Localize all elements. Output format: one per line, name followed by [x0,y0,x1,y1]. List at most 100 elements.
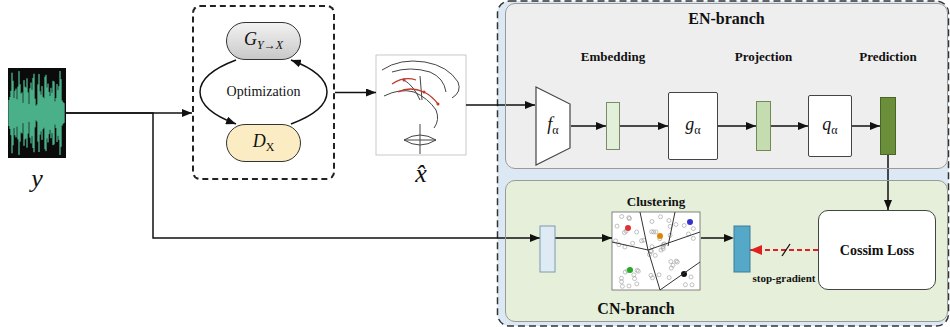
cluster-point [667,219,671,223]
text-wrap: qα [809,96,851,156]
waveform-stroke [34,74,35,153]
cluster-point [661,247,665,251]
waveform-stroke [19,71,20,155]
waveform-stroke [11,91,12,135]
cn-branch-panel: CN-branchClusteringCossim Loss [505,180,948,322]
cluster-point [657,273,661,277]
node-label: x̂ [415,159,427,189]
node-label: Clustering [627,194,686,210]
text-wrap: GY→X [227,23,300,59]
subscript-text: Y→X [257,38,283,52]
cluster-point [620,215,624,219]
cluster-centre [627,267,633,273]
waveform-stroke [33,78,34,148]
waveform-stroke [56,98,57,128]
cluster-point [627,216,631,220]
vocal-tract-ground [376,55,466,155]
node-label: Prediction [859,49,917,65]
vocal-tract-illustration [376,55,466,155]
sensor-dot [423,91,426,94]
cluster-point [615,224,619,228]
waveform-stroke [38,84,39,141]
waveform-stroke [12,73,13,154]
cluster-point [640,239,644,243]
articulatory-image: x̂ [376,55,466,155]
waveform-stroke [29,104,30,122]
edge-label: stop-gradient [753,272,816,284]
branch-fills [505,3,948,322]
sensor-dot [437,103,440,106]
feature-bar [734,226,750,272]
cluster-point [620,284,624,288]
loss-box: Cossim Loss [818,210,936,290]
waveform-stroke [25,87,26,140]
prediction-bar: Prediction [880,97,896,155]
cluster-point [650,219,654,223]
waveform-stroke [17,99,18,126]
waveform-stroke [58,90,59,136]
arrow-line [701,237,726,239]
text-wrap: Cossim Loss [819,211,935,289]
text-group: DX [253,131,275,155]
waveform-stroke [15,91,16,136]
flow-arrow [887,155,889,210]
clustering-ground [612,212,700,290]
discriminator-pill: DX [226,124,301,162]
cluster-point [635,282,639,286]
cluster-point [627,284,631,288]
flow-arrow [466,104,535,106]
subscript-text: X [266,140,275,154]
waveform-stroke [35,99,36,128]
cluster-centre [625,225,631,231]
cluster-point [675,260,679,264]
waveform-stroke [26,88,27,139]
clustering-image: Clustering [612,212,700,290]
waveform-stroke [44,98,45,127]
cluster-point [652,230,656,234]
waveform-stroke [63,102,64,124]
panel-fill [505,180,948,322]
encoder-trapezoid: fα [535,86,571,166]
waveform-stroke [48,84,49,143]
projection-bar: Projection [756,101,771,151]
cluster-point [658,215,662,219]
generator-pill: GY→X [226,22,301,60]
node-label: Optimization [227,84,301,100]
node-label: Embedding [581,49,645,65]
waveform-stroke [60,71,61,155]
waveform-stroke [24,80,25,146]
waveform-stroke [43,97,44,129]
arrow-head [530,234,540,242]
subscript-text: α [831,123,837,137]
cluster-point [671,263,675,267]
waveform-stroke [14,98,15,128]
waveform-stroke [18,87,19,140]
cluster-point [653,253,657,257]
node-label: Projection [735,49,793,65]
waveform-stroke [55,101,56,124]
optimization-group: Optimization GY→X DX [192,5,335,180]
node-text: f [547,114,552,134]
waveform-stroke [20,84,21,141]
node-text: q [822,114,831,134]
text-wrap: gα [669,93,717,159]
node-label: EN-branch [688,10,764,28]
waveform-stroke [28,92,29,133]
waveform-stroke [46,75,47,151]
waveform-stroke [64,103,65,123]
waveform-stroke [47,87,48,138]
flow-arrow [718,125,756,127]
flow-arrow [771,125,808,127]
text-wrap: DX [227,125,300,161]
cluster-point [631,241,635,245]
cluster-point [682,223,686,227]
cluster-point [669,260,673,264]
node-text: G [244,29,257,49]
node-text: g [685,114,694,134]
cluster-point [635,230,639,234]
waveform-stroke [51,88,52,138]
waveform-stroke [27,78,28,147]
flow-arrow [620,125,668,127]
waveform-stroke [50,96,51,130]
waveform-stroke [45,77,46,150]
